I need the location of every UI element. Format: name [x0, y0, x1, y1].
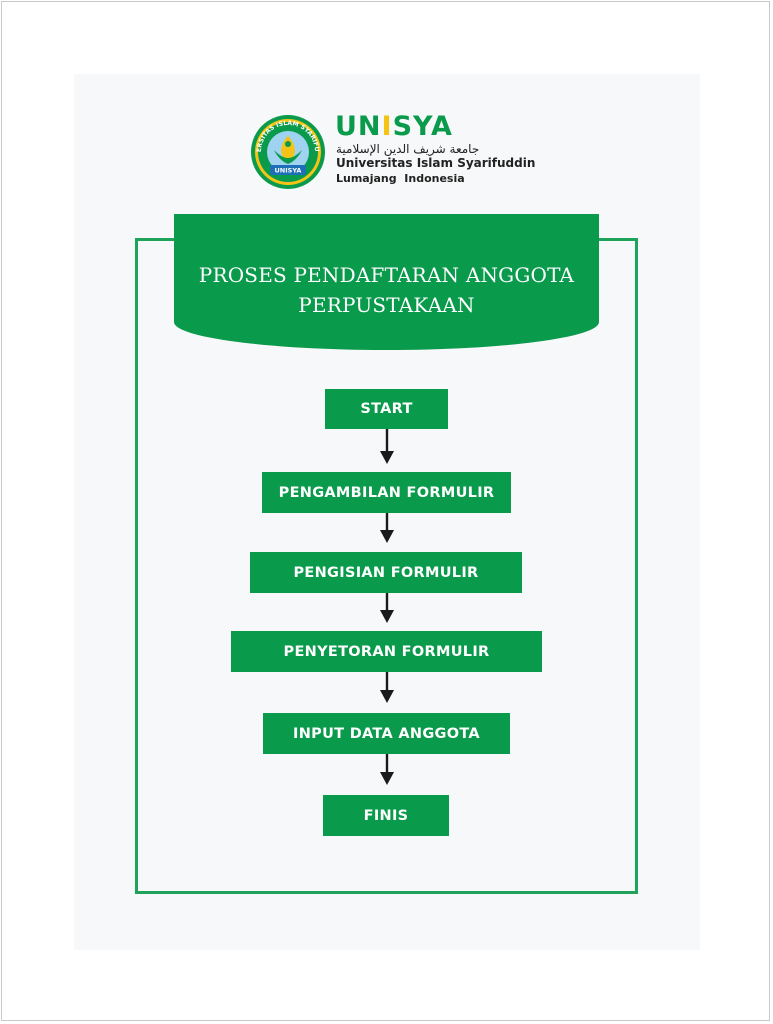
arrow-down-icon	[380, 754, 394, 785]
university-location: Lumajang Indonesia	[336, 172, 465, 185]
university-seal-icon: UNIVERSITAS ISLAM SYARIFUDDIN UNISYA	[250, 114, 325, 189]
university-name: Universitas Islam Syarifuddin	[336, 156, 536, 170]
flow-step-input-data-anggota: INPUT DATA ANGGOTA	[263, 713, 510, 754]
arabic-university-name: جامعة شريف الدين الإسلامية	[336, 142, 480, 156]
arrow-down-icon	[380, 672, 394, 703]
brand-letter-i: I	[381, 111, 393, 142]
flow-step-pengisian-formulir: PENGISIAN FORMULIR	[250, 552, 522, 593]
page-title-line-2: PERPUSTAKAAN	[298, 293, 475, 317]
brand-logo: UNISYA	[335, 112, 453, 142]
seal-banner-text: UNISYA	[275, 167, 302, 175]
page-title: PROSES PENDAFTARAN ANGGOTA PERPUSTAKAAN	[174, 260, 599, 320]
arrow-down-icon	[380, 513, 394, 543]
flow-step-penyetoran-formulir: PENYETORAN FORMULIR	[231, 631, 542, 672]
flow-step-finis: FINIS	[323, 795, 449, 836]
title-banner	[174, 214, 599, 350]
page-title-line-1: PROSES PENDAFTARAN ANGGOTA	[198, 263, 575, 287]
arrow-down-icon	[380, 429, 394, 464]
arrow-down-icon	[380, 593, 394, 623]
flow-step-pengambilan-formulir: PENGAMBILAN FORMULIR	[262, 472, 511, 513]
flow-step-start: START	[325, 389, 448, 429]
brand-text: UNISYA	[335, 111, 453, 142]
